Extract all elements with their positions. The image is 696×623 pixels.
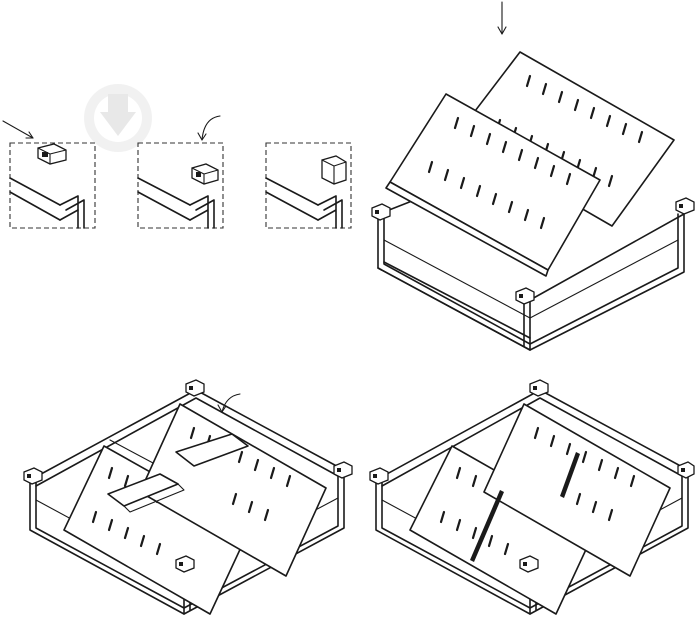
clip-icon [175,555,195,573]
clip-icon [321,155,347,185]
detail-2-wire [137,177,191,221]
detail-2-clip-rotate [137,115,224,229]
detail-2-frame [137,142,224,229]
down-arrow-icon [497,1,507,35]
divider-bar [470,452,580,562]
clip-icon [675,197,695,215]
clip-icon [529,379,549,397]
clip-icon [23,467,43,485]
detail-3-frame [265,142,352,229]
clip-icon [369,467,389,485]
detail-3-clip-locked [265,142,352,229]
step-rotate-panels [23,379,353,615]
clip-icon [333,461,353,479]
clip-icon [191,163,219,185]
wire-frame [377,189,685,351]
divider-bracket [107,433,249,513]
arrow-pointer-icon [2,120,34,139]
clip-icon [677,461,695,479]
rotate-arrow-icon [217,393,241,413]
detail-1-frame [9,142,96,229]
watermark-logo-top [84,84,152,152]
panel-right [483,403,671,577]
step-insert-panels [371,1,695,351]
rotate-arrow-icon [197,115,221,141]
detail-1-wire [9,177,61,221]
detail-1-clip-attach [2,120,96,229]
detail-1-post [59,195,85,229]
clip-icon [515,287,535,305]
clip-icon [37,143,67,165]
clip-icon [371,203,391,221]
step-final-assembled [369,379,695,615]
panel-front [385,93,601,277]
clip-icon [185,379,205,397]
clip-icon [519,555,539,573]
